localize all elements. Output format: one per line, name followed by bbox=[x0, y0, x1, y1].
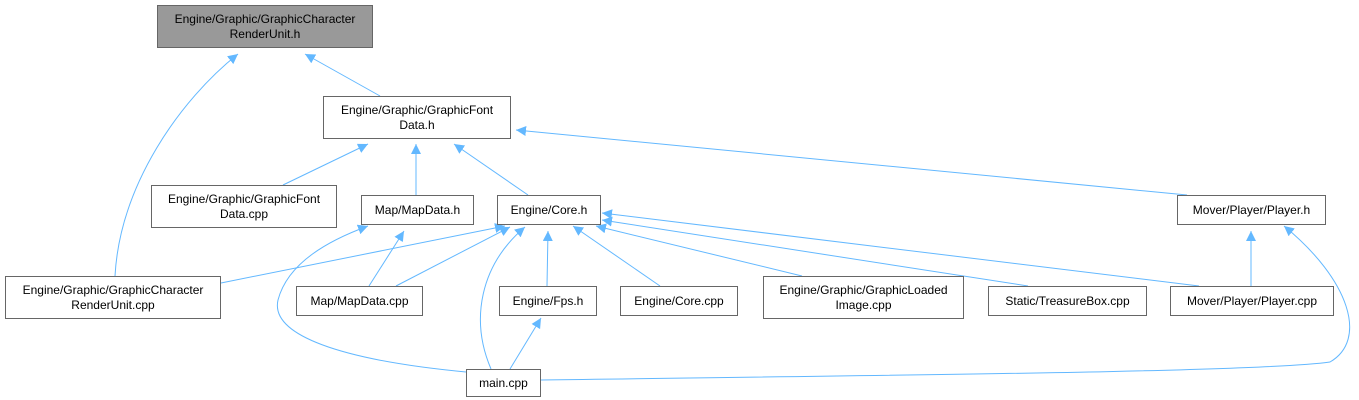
node-map-data-source[interactable]: Map/MapData.cpp bbox=[296, 286, 423, 316]
node-label: main.cpp bbox=[479, 375, 528, 390]
node-treasure-box-source[interactable]: Static/TreasureBox.cpp bbox=[988, 286, 1147, 316]
edge-core-h-includes-fontdata-h bbox=[453, 143, 529, 196]
node-core-header[interactable]: Engine/Core.h bbox=[497, 195, 601, 225]
edge-main-cpp-includes-player-h bbox=[540, 225, 1351, 381]
node-player-source[interactable]: Mover/Player/Player.cpp bbox=[1170, 286, 1334, 316]
node-label: Map/MapData.h bbox=[374, 202, 461, 217]
node-label: Map/MapData.cpp bbox=[310, 293, 409, 308]
edge-main-cpp-includes-core-h bbox=[480, 226, 526, 370]
node-main-source[interactable]: main.cpp bbox=[466, 369, 541, 397]
edge-mapdata-cpp-includes-core-h bbox=[395, 226, 511, 287]
edge-mapdata-cpp-includes-mapdata-h bbox=[368, 230, 405, 287]
node-label: Engine/Core.h bbox=[510, 202, 588, 217]
node-fps-header[interactable]: Engine/Fps.h bbox=[499, 286, 597, 316]
node-label: Engine/Core.cpp bbox=[634, 293, 724, 308]
node-map-data-header[interactable]: Map/MapData.h bbox=[361, 195, 474, 225]
node-label: Mover/Player/Player.h bbox=[1192, 202, 1311, 217]
edge-treasure-cpp-includes-core-h bbox=[601, 216, 1029, 287]
edge-main-cpp-includes-mapdata-h bbox=[276, 224, 467, 373]
edge-render-cpp-includes-render-h bbox=[114, 53, 239, 277]
node-label: Engine/Fps.h bbox=[512, 293, 584, 308]
edge-fps-h-includes-core-h bbox=[542, 230, 553, 287]
edge-core-cpp-includes-core-h bbox=[572, 225, 661, 287]
edge-loaded-cpp-includes-core-h bbox=[595, 223, 803, 277]
edge-render-cpp-includes-core-h bbox=[220, 223, 506, 284]
edge-player-h-includes-fontdata-h bbox=[515, 125, 1188, 196]
edge-main-cpp-includes-fps-h bbox=[509, 317, 542, 370]
edge-fontdata-h-includes-render-h bbox=[304, 53, 381, 97]
node-core-source[interactable]: Engine/Core.cpp bbox=[620, 286, 738, 316]
edge-player-cpp-includes-core-h bbox=[601, 209, 1200, 287]
node-label: Static/TreasureBox.cpp bbox=[1005, 293, 1130, 308]
edge-fontdata-cpp-includes-fontdata-h bbox=[282, 143, 369, 186]
node-player-header[interactable]: Mover/Player/Player.h bbox=[1177, 195, 1326, 225]
node-label: Mover/Player/Player.cpp bbox=[1186, 293, 1318, 308]
